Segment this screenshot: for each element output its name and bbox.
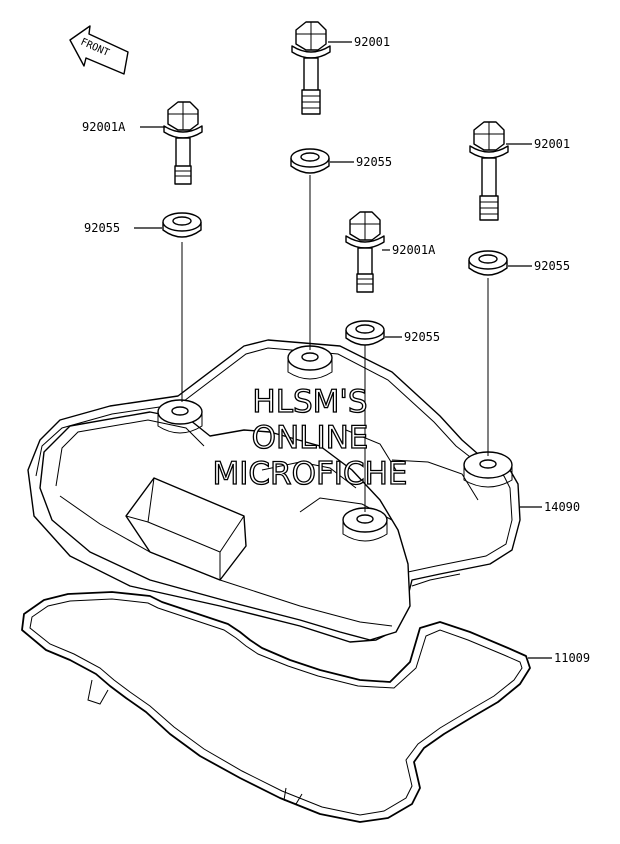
boss-left [157, 399, 203, 434]
label-washer-lower: 92055 [404, 330, 440, 344]
leader-lines [134, 41, 552, 659]
washer-left [162, 212, 202, 238]
part-labels: 92001 92001A 92001 92055 92055 92001A 92… [82, 35, 590, 665]
watermark-line-3: MICROFICHE [213, 456, 408, 492]
watermark-line-2: ONLINE [252, 420, 369, 456]
front-arrow-icon: FRONT [69, 25, 129, 75]
label-bolt-left: 92001A [82, 120, 126, 134]
label-washer-right: 92055 [534, 259, 570, 273]
bolt-top [291, 21, 331, 115]
label-cover: 14090 [544, 500, 580, 514]
bolt-mid [345, 211, 385, 293]
label-washer-center: 92055 [356, 155, 392, 169]
label-gasket: 11009 [554, 651, 590, 665]
cylinder-head-cover-14090 [27, 339, 521, 643]
label-washer-left: 92055 [84, 221, 120, 235]
boss-right [463, 451, 513, 488]
label-bolt-right: 92001 [534, 137, 570, 151]
label-bolt-mid: 92001A [392, 243, 436, 257]
boss-center [287, 345, 333, 380]
washer-lower [345, 320, 385, 346]
washer-right [468, 250, 508, 276]
watermark-line-1: HLSM'S [252, 384, 367, 420]
bolt-right [469, 121, 509, 221]
gasket-11009 [21, 591, 531, 823]
washer-center [290, 148, 330, 174]
boss-lower [342, 507, 388, 542]
bolt-left [163, 101, 203, 185]
watermark: HLSM'S ONLINE MICROFICHE [212, 383, 408, 492]
assembly-lines [181, 175, 489, 512]
label-bolt-top: 92001 [354, 35, 390, 49]
